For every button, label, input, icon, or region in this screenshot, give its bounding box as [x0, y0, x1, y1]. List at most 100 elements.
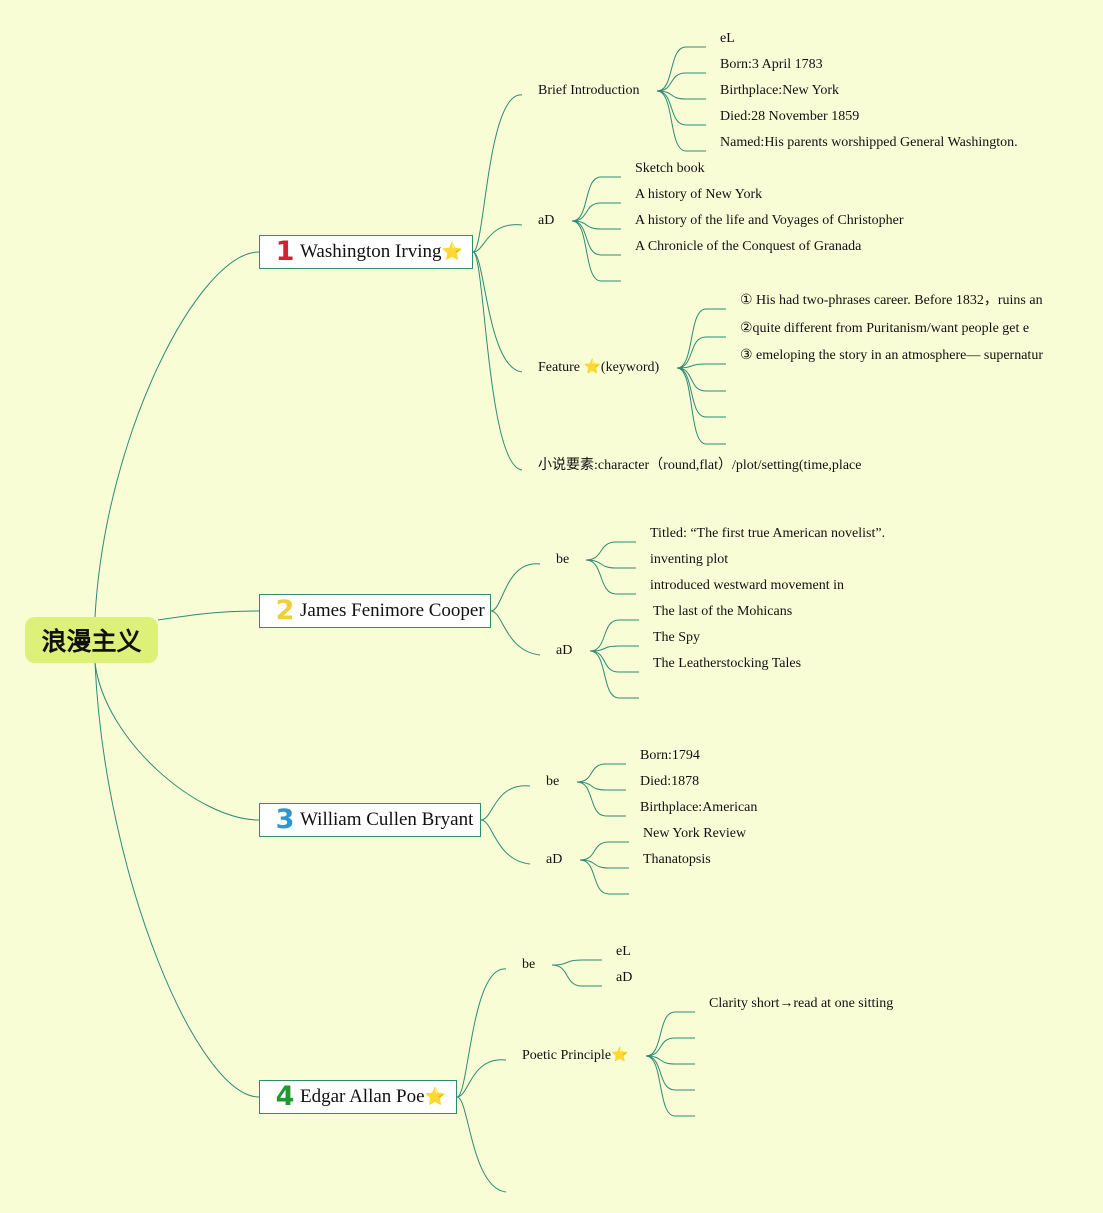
- leaf-topic[interactable]: aD: [616, 970, 633, 985]
- root-to-author-connector: [94, 662, 260, 821]
- branch-to-leaf-connector: [589, 645, 639, 652]
- branch-to-leaf-connector: [656, 90, 706, 100]
- leaf-topic[interactable]: Birthplace:American: [640, 800, 758, 815]
- branch-to-leaf-connector: [579, 859, 629, 895]
- branch-topic[interactable]: 小说要素:character（round,flat）/plot/setting(…: [538, 458, 862, 473]
- branch-to-leaf-connector: [645, 1055, 695, 1117]
- topic-number-icon: 3: [275, 804, 295, 835]
- branch-to-leaf-connector: [676, 363, 726, 369]
- branch-to-leaf-connector: [589, 650, 639, 673]
- branch-to-leaf-connector: [645, 1055, 695, 1091]
- root-to-author-connector: [94, 251, 260, 618]
- leaf-topic[interactable]: Born:3 April 1783: [720, 57, 823, 72]
- branch-topic[interactable]: Feature ⭐(keyword): [538, 360, 660, 375]
- branch-to-leaf-connector: [676, 367, 726, 445]
- branch-to-leaf-connector: [571, 220, 621, 230]
- branch-to-leaf-connector: [656, 46, 706, 92]
- leaf-topic[interactable]: The Spy: [653, 630, 701, 645]
- branch-to-leaf-connector: [585, 541, 636, 561]
- author-name: James Fenimore Cooper: [300, 600, 485, 621]
- branch-to-leaf-connector: [551, 964, 602, 987]
- leaf-topic[interactable]: A history of the life and Voyages of Chr…: [635, 213, 904, 228]
- leaf-topic[interactable]: A history of New York: [635, 187, 763, 202]
- leaf-topic[interactable]: Birthplace:New York: [720, 83, 839, 98]
- branch-to-leaf-connector: [676, 308, 726, 369]
- branch-to-leaf-connector: [585, 559, 636, 595]
- author-name: William Cullen Bryant: [300, 809, 474, 830]
- branch-to-leaf-connector: [656, 90, 706, 152]
- author-to-branch-connector: [472, 251, 523, 373]
- leaf-topic[interactable]: The Leatherstocking Tales: [653, 656, 802, 671]
- branch-to-leaf-connector: [571, 202, 621, 222]
- branch-topic[interactable]: Poetic Principle⭐: [522, 1048, 629, 1063]
- leaf-topic[interactable]: Died:28 November 1859: [720, 109, 860, 124]
- leaf-topic[interactable]: Titled: “The first true American novelis…: [650, 526, 886, 541]
- leaf-topic[interactable]: Died:1878: [640, 774, 700, 789]
- leaf-topic[interactable]: ②quite different from Puritanism/want pe…: [740, 321, 1030, 336]
- branch-topic[interactable]: aD: [538, 213, 555, 228]
- leaf-topic[interactable]: eL: [616, 944, 631, 959]
- leaf-topic[interactable]: eL: [720, 31, 735, 46]
- branch-to-leaf-connector: [676, 367, 726, 418]
- branch-topic[interactable]: Brief Introduction: [538, 83, 640, 98]
- author-to-branch-connector: [472, 251, 523, 471]
- leaf-topic[interactable]: Thanatopsis: [643, 852, 711, 867]
- branch-topic[interactable]: be: [522, 957, 536, 972]
- branch-to-leaf-connector: [589, 619, 639, 652]
- root-to-author-connector: [157, 610, 260, 621]
- branch-to-leaf-connector: [576, 781, 626, 791]
- author-to-branch-connector: [456, 1059, 507, 1098]
- branch-to-leaf-connector: [571, 176, 621, 222]
- root-topic[interactable]: 浪漫主义: [25, 617, 158, 663]
- author-name: Washington Irving: [300, 241, 442, 262]
- leaf-topic[interactable]: Named:His parents worshipped General Was…: [720, 135, 1018, 150]
- branch-to-leaf-connector: [656, 72, 706, 92]
- branch-to-leaf-connector: [645, 1055, 695, 1065]
- star-icon: ⭐: [441, 242, 463, 262]
- branch-to-leaf-connector: [656, 90, 706, 126]
- branch-topic[interactable]: be: [556, 552, 570, 567]
- branch-topic[interactable]: be: [546, 774, 560, 789]
- branch-to-leaf-connector: [571, 220, 621, 282]
- leaf-topic[interactable]: ③ emeloping the story in an atmosphere— …: [740, 348, 1043, 363]
- leaf-topic[interactable]: Clarity short→read at one sitting: [709, 996, 894, 1011]
- author-name: Edgar Allan Poe: [300, 1086, 425, 1107]
- leaf-topic[interactable]: A Chronicle of the Conquest of Granada: [635, 239, 862, 254]
- author-to-branch-connector: [490, 563, 541, 612]
- branch-to-leaf-connector: [571, 220, 621, 256]
- branch-to-leaf-connector: [576, 781, 626, 817]
- author-to-branch-connector: [480, 785, 531, 821]
- branch-to-leaf-connector: [579, 859, 629, 869]
- leaf-topic[interactable]: New York Review: [643, 826, 747, 841]
- leaf-topic[interactable]: ① His had two-phrases career. Before 183…: [740, 293, 1043, 308]
- leaf-topic[interactable]: introduced westward movement in: [650, 578, 845, 593]
- branch-to-leaf-connector: [576, 763, 626, 783]
- topic-number-icon: 4: [275, 1081, 295, 1112]
- author-to-branch-connector: [456, 968, 507, 1098]
- author-to-branch-connector: [480, 819, 531, 865]
- author-to-branch-connector: [472, 224, 523, 253]
- branch-to-leaf-connector: [645, 1037, 695, 1057]
- branch-to-leaf-connector: [589, 650, 639, 699]
- leaf-topic[interactable]: Sketch book: [635, 161, 705, 176]
- leaf-topic[interactable]: The last of the Mohicans: [653, 604, 793, 619]
- branch-to-leaf-connector: [585, 559, 636, 569]
- author-to-branch-connector: [490, 610, 541, 656]
- branch-to-leaf-connector: [579, 841, 629, 861]
- author-to-branch-connector: [456, 1096, 507, 1193]
- star-icon: ⭐: [424, 1087, 446, 1107]
- branch-to-leaf-connector: [676, 336, 726, 369]
- branch-to-leaf-connector: [551, 959, 602, 966]
- branch-topic[interactable]: aD: [556, 643, 573, 658]
- topic-number-icon: 2: [275, 595, 295, 626]
- root-to-author-connector: [94, 662, 260, 1098]
- leaf-topic[interactable]: Born:1794: [640, 748, 700, 763]
- branch-to-leaf-connector: [676, 367, 726, 392]
- branch-topic[interactable]: aD: [546, 852, 563, 867]
- leaf-topic[interactable]: inventing plot: [650, 552, 729, 567]
